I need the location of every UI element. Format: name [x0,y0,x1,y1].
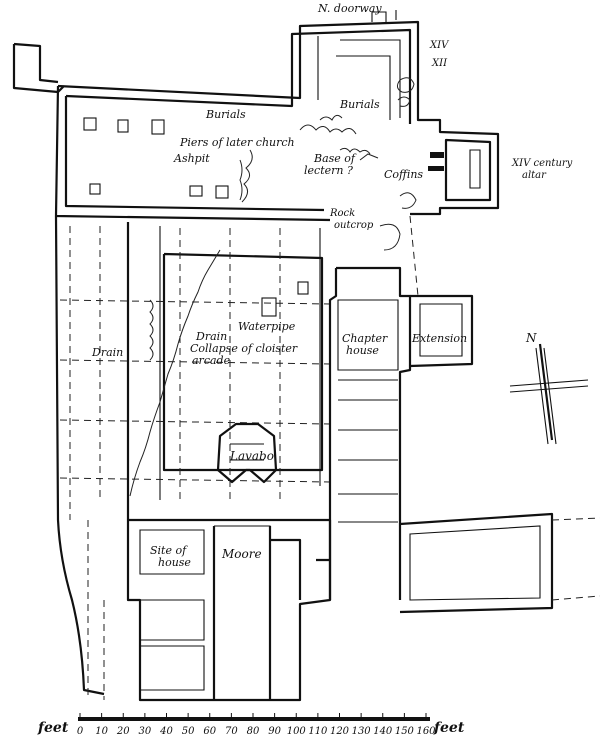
scale-tick-label: 10 [95,726,108,737]
scale-unit-right: feet [433,720,465,736]
cloister-walls [59,222,331,520]
label-moore: Moore [221,547,262,561]
lavabo [216,422,278,484]
label-collapse-2: arcade [192,354,231,367]
label-base-lectern-2: lectern ? [304,164,353,177]
scale-tick-label: 50 [182,726,195,737]
scale-bar-line [78,717,430,721]
scale-unit-left: feet [37,720,69,736]
scale-tick-label: 120 [330,726,350,737]
east-range [328,215,600,614]
label-chapter: Chapter [342,332,388,345]
scale-tick-label: 140 [373,726,393,737]
label-site-house: house [158,556,191,569]
label-burials-right: Burials [339,98,380,111]
label-collapse-1: Collapse of cloister [190,342,298,355]
label-extension: Extension [411,332,467,345]
label-site-of: Site of [150,544,188,557]
label-xii: XII [431,58,448,69]
scale-tick-label: 100 [287,726,307,737]
label-altar-1: XIV century [511,158,573,169]
label-outcrop: outcrop [334,220,374,231]
label-chapter-house: house [346,344,379,357]
church-rubble [83,77,444,251]
scale-tick-label: 160 [416,726,436,737]
scale-tick-label: 80 [247,726,260,737]
plan-labels: N. doorway XIV XII Burials Burials Piers… [91,2,573,569]
label-altar-2: altar [522,170,547,181]
label-ashpit: Ashpit [173,152,210,165]
label-waterpipe: Waterpipe [238,320,296,333]
scale-tick-label: 20 [116,726,130,737]
label-rock: Rock [329,208,355,219]
label-north: N [525,331,537,345]
scale-tick-label: 110 [308,726,328,737]
west-boundary [54,215,105,696]
scale-tick-label: 40 [159,726,173,737]
scale-tick-label: 30 [139,726,152,737]
scale-tick-label: 0 [77,726,84,737]
label-lavabo: Lavabo [229,449,274,463]
scale-tick-label: 130 [352,726,372,737]
label-burials-left: Burials [205,108,246,121]
north-arrow [509,343,589,445]
label-drain-left: Drain [91,346,123,359]
label-n-doorway: N. doorway [317,2,382,15]
church-walls [12,10,500,222]
label-piers: Piers of later church [179,136,295,149]
label-base-lectern: Base of [313,152,357,165]
label-xiv: XIV [429,40,450,51]
label-drain-center: Drain [195,330,227,343]
scale-tick-label: 150 [395,726,415,737]
scale-tick-label: 90 [268,726,281,737]
south-range [87,518,332,702]
scale-tick-label: 60 [203,726,216,737]
scale-tick-label: 70 [225,726,238,737]
label-coffins: Coffins [384,168,423,181]
